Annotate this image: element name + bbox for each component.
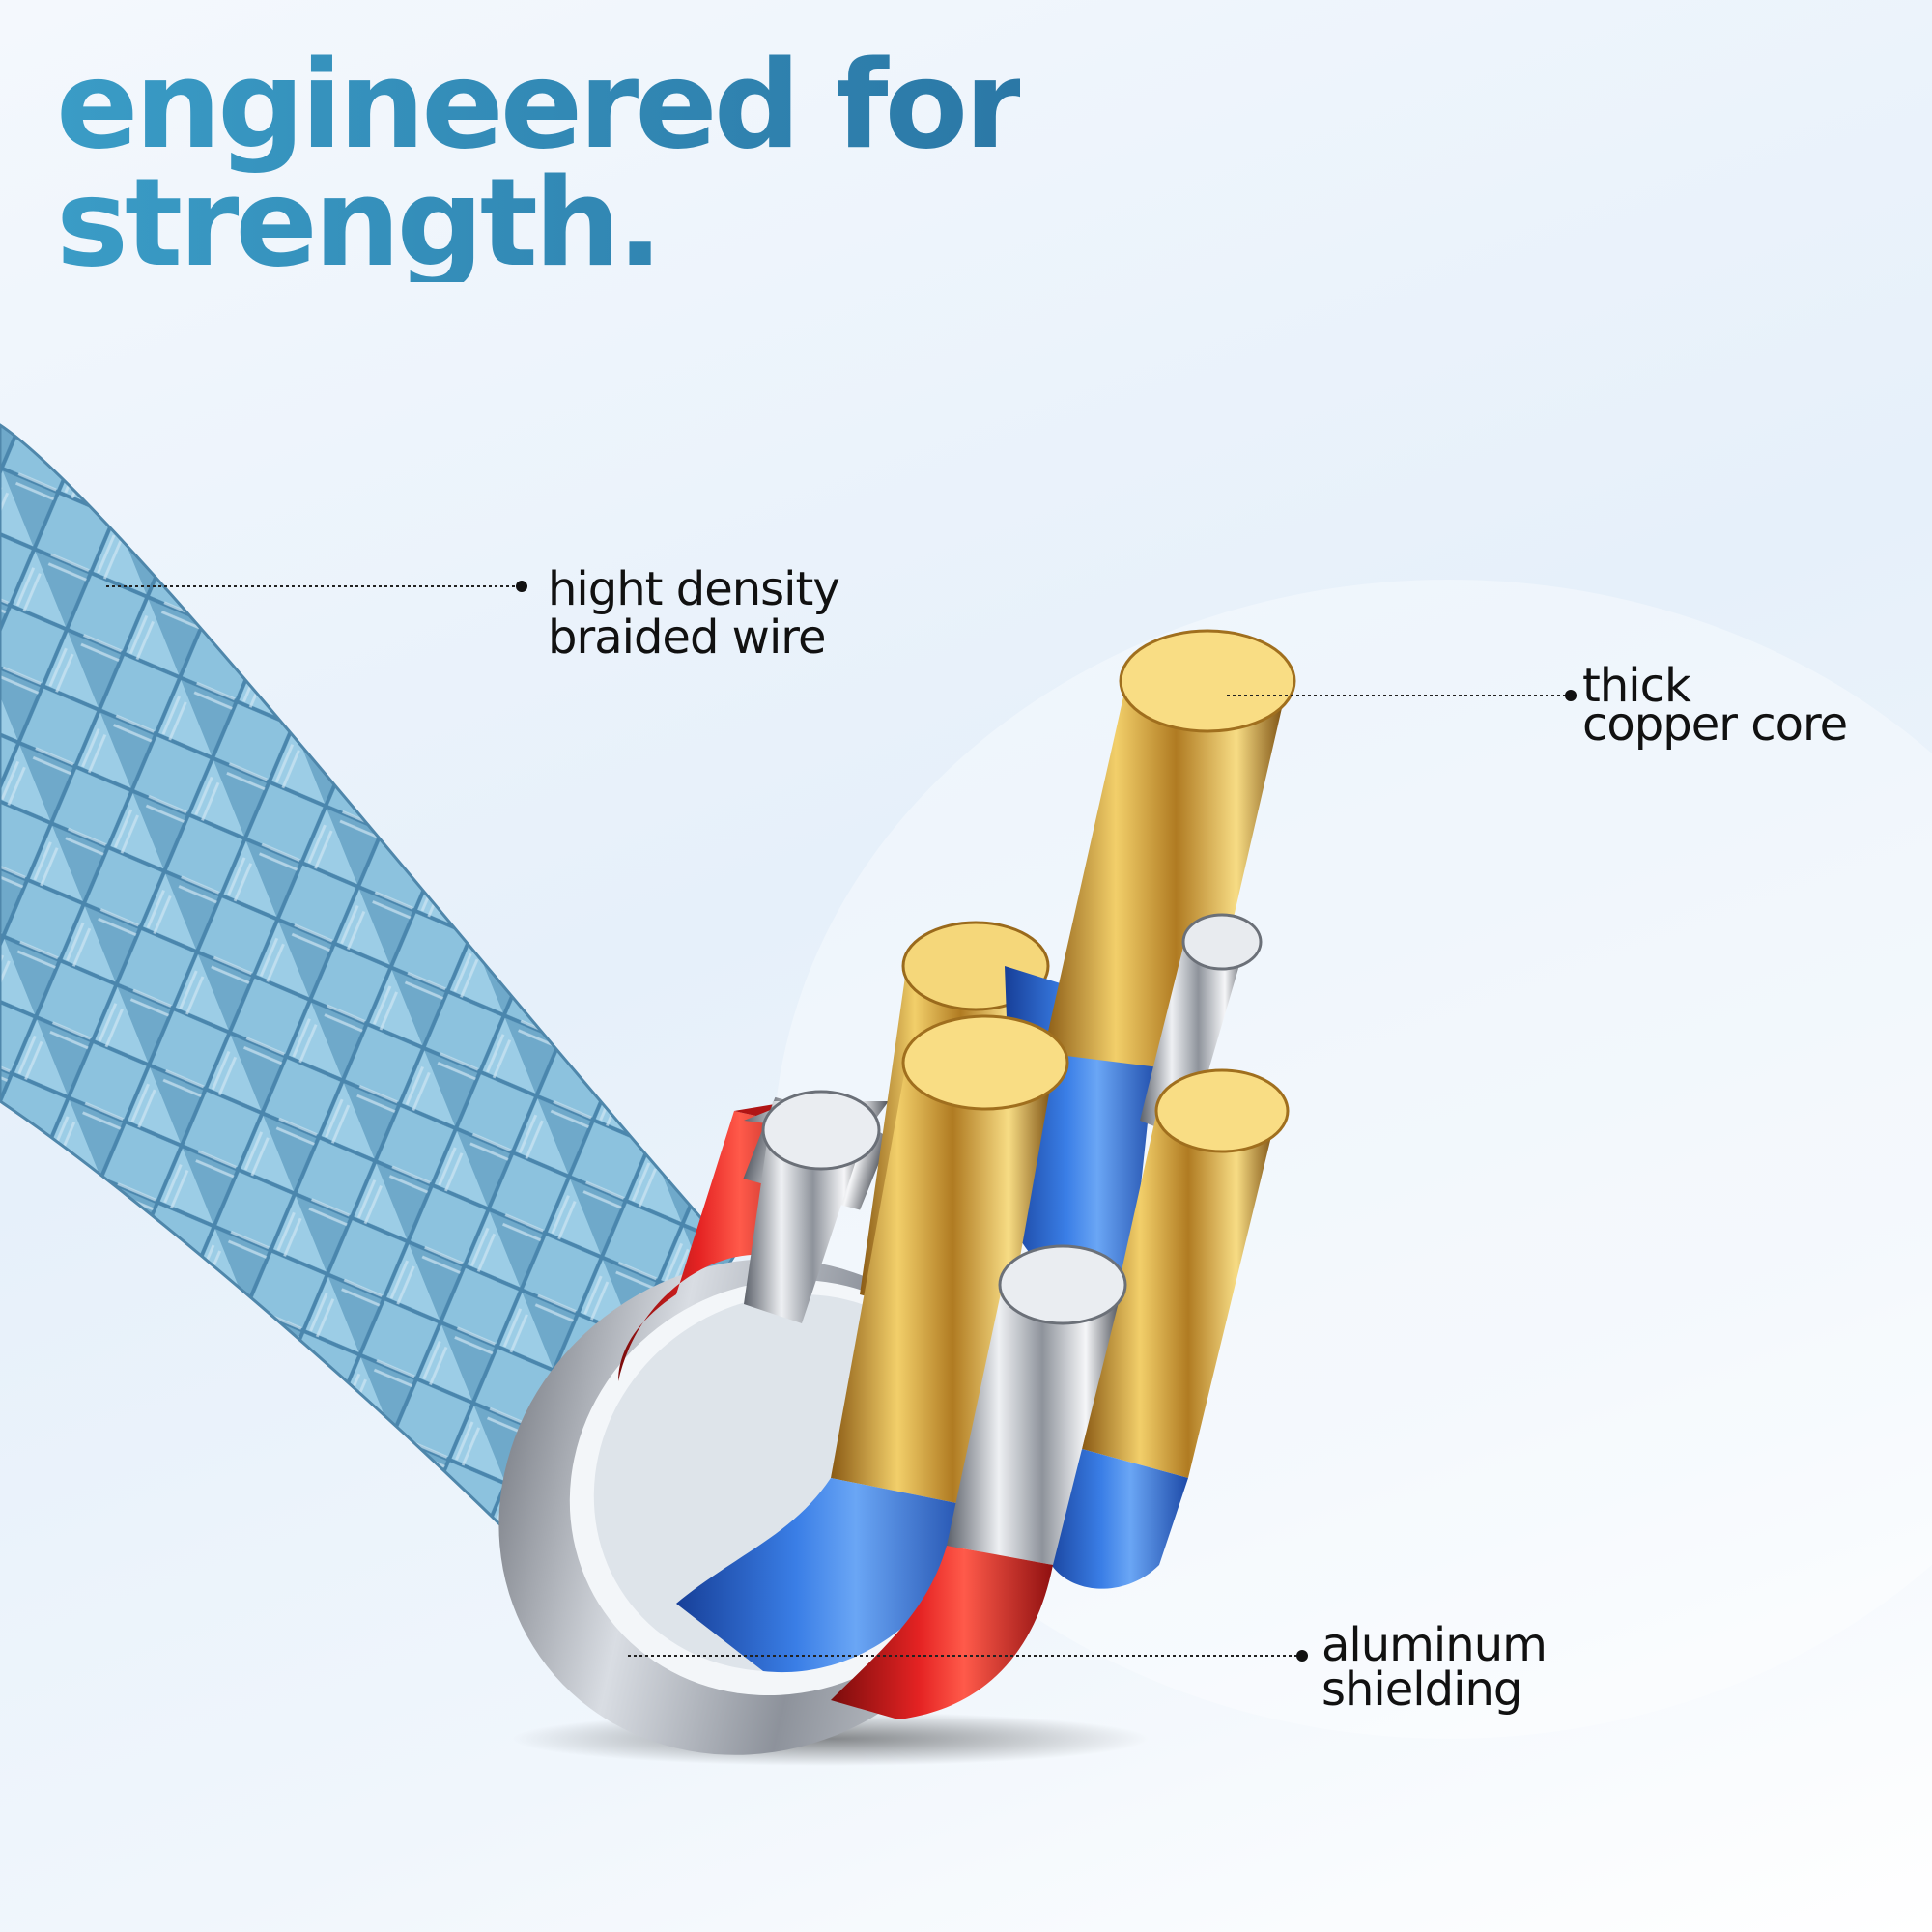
headline-line-2: strength. [56,152,660,294]
conductor-tinned-right-back [1140,913,1263,1140]
headline-line-1: engineered for [56,34,1021,176]
conductor-tinned-front [831,1244,1127,1719]
callout-leader-shield [628,1650,1308,1662]
callout-shield-line-2: shielding [1321,1662,1522,1717]
callout-aluminum-shielding: aluminum shielding [1321,1618,1548,1717]
callout-braided-wire: hight density braided wire [548,562,840,665]
conductor-tinned-left [618,1090,890,1381]
headline: engineered for strength. [56,46,1020,282]
callout-copper-core: thick copper core [1582,659,1848,752]
callout-leader-copper [1227,690,1577,701]
conductor-copper-front [676,1014,1069,1673]
conductor-copper-right [1043,1068,1290,1589]
callout-copper-line-2: copper core [1582,697,1848,752]
callout-leader-braid [106,581,527,592]
callout-braid-line-2: braided wire [548,611,826,665]
callout-copper-line-1: thick [1582,659,1691,713]
callout-braid-line-1: hight density [548,562,840,616]
callout-shield-line-1: aluminum [1321,1618,1548,1672]
